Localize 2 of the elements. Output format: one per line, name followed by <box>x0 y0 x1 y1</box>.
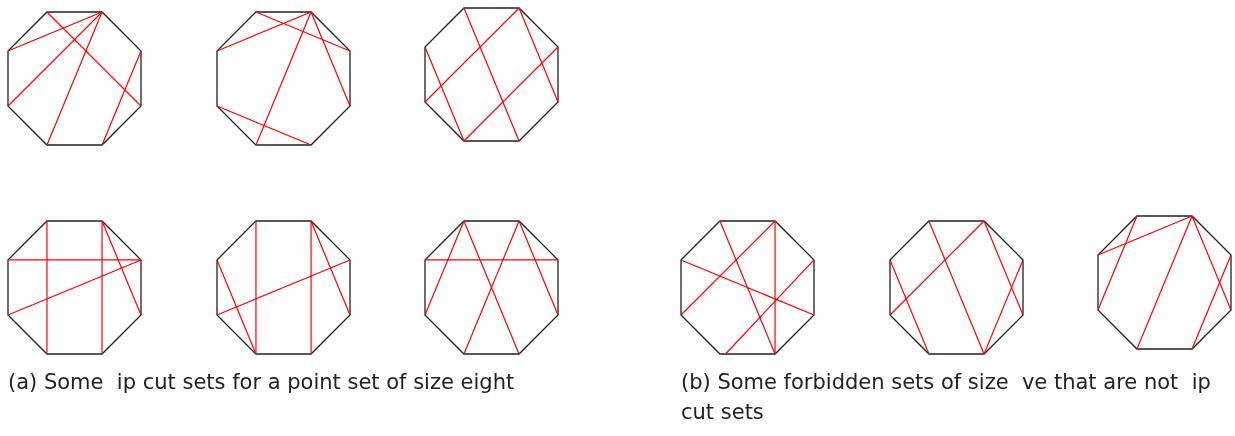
figure-caption: (a) Some ip cut sets for a point set of size eight <box>8 369 516 396</box>
figure-caption: (b) Some forbidden sets of size ve that are not ip cut sets <box>681 369 1212 426</box>
